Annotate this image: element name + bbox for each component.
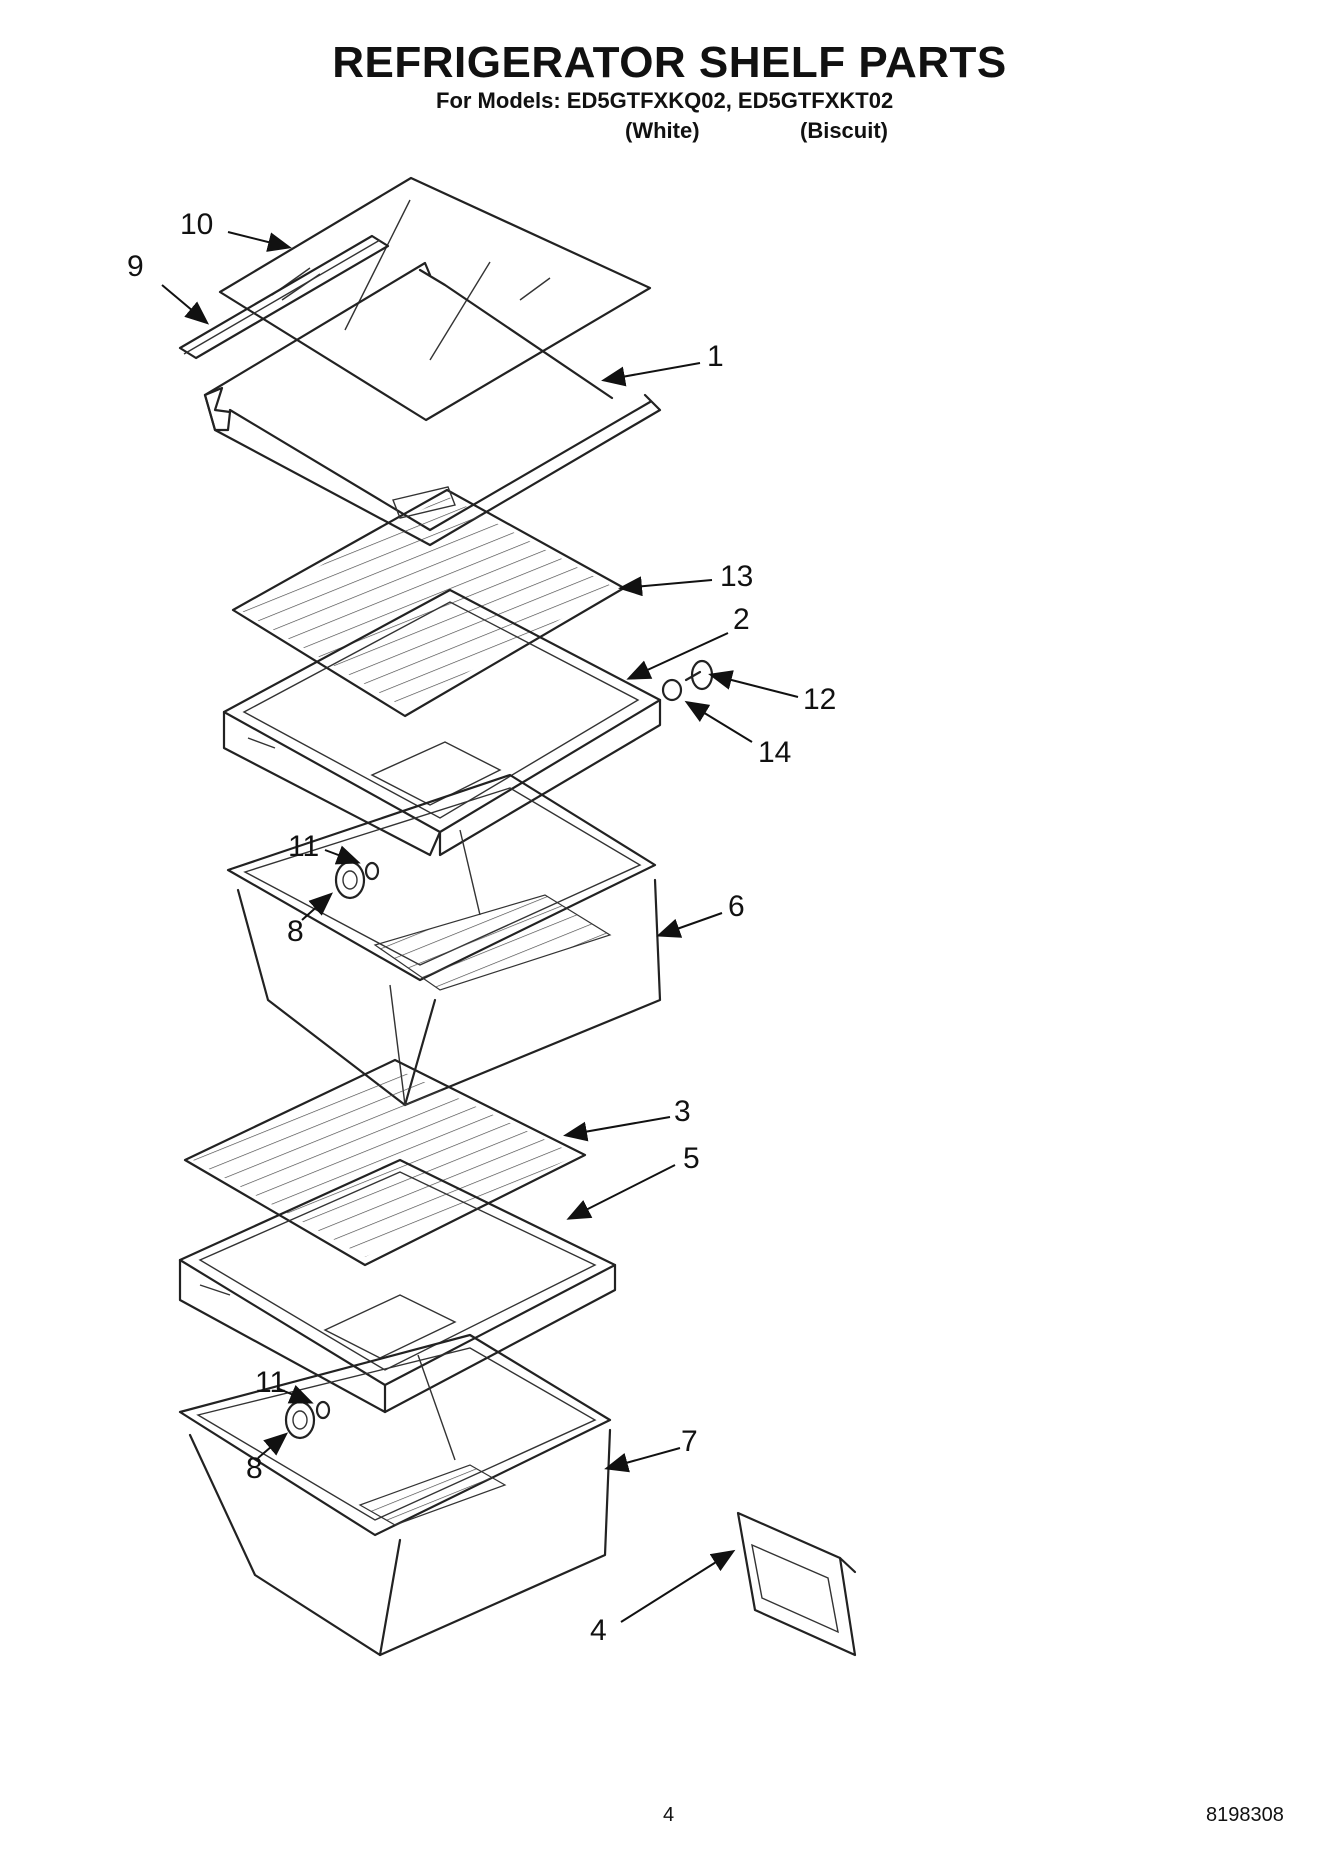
variant-white: (White): [625, 118, 700, 143]
callout-10: 10: [180, 208, 214, 241]
fastener-upper: [334, 860, 380, 900]
fastener-lower: [284, 1400, 331, 1440]
callout-11-lower: 11: [255, 1366, 287, 1399]
callout-6: 6: [728, 890, 745, 923]
lower-crisper-frame: [178, 1158, 617, 1414]
lower-crisper-glass: [183, 1058, 587, 1267]
callout-7: 7: [681, 1425, 698, 1458]
callout-11-upper: 11: [288, 830, 320, 863]
callout-12: 12: [803, 683, 837, 716]
callout-8-upper: 8: [287, 915, 304, 948]
callout-5: 5: [683, 1142, 700, 1175]
callout-14: 14: [758, 736, 792, 769]
document-number: 8198308: [1206, 1804, 1284, 1826]
lower-crisper-drawer: [178, 1333, 612, 1657]
callout-8-lower: 8: [246, 1452, 263, 1485]
drawer-label: [736, 1511, 857, 1657]
fastener-right: [661, 659, 714, 702]
callout-13: 13: [720, 560, 754, 593]
variant-biscuit: (Biscuit): [800, 118, 888, 143]
shelf-frame: [203, 261, 662, 547]
leader-arrows: [161, 231, 799, 1623]
page-number: 4: [663, 1804, 675, 1826]
models-line: For Models: ED5GTFXKQ02, ED5GTFXKT02: [436, 88, 894, 113]
callout-2: 2: [733, 603, 750, 636]
glass-shelf: [218, 176, 652, 422]
callout-1: 1: [707, 340, 724, 373]
callout-4: 4: [590, 1614, 607, 1647]
shelf-trim: [178, 234, 390, 360]
crisper-cover-frame: [222, 588, 662, 857]
callout-3: 3: [674, 1095, 691, 1128]
callout-9: 9: [127, 250, 144, 283]
page-title: REFRIGERATOR SHELF PARTS: [332, 38, 1007, 87]
